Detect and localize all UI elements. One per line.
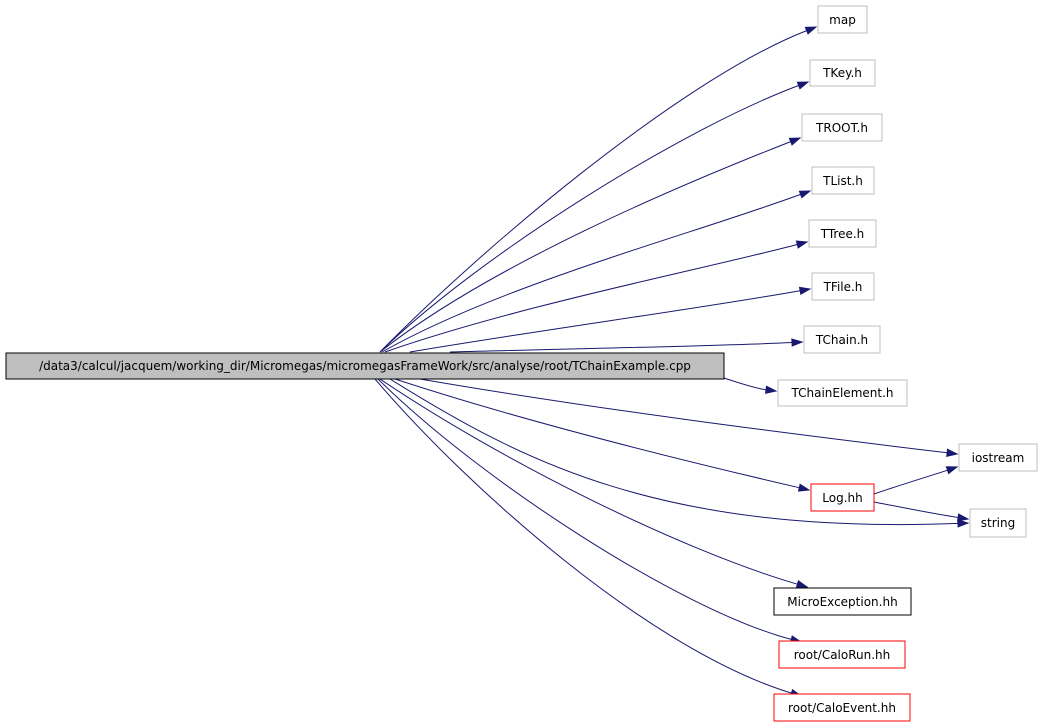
edge-root-to-map [379,30,807,353]
node-string-box [969,508,1027,538]
edge-log-to-string [873,501,959,518]
node-string[interactable]: string [969,508,1027,538]
node-ttree-label: TTree.h [820,227,865,241]
node-string-label: string [981,516,1015,530]
node-iostream[interactable]: iostream [958,443,1038,472]
node-map[interactable]: map [817,5,868,34]
edge-root-to-calorun [377,378,792,640]
node-troot-label: TROOT.h [815,121,868,135]
node-tfile-label: TFile.h [823,280,863,294]
edge-root-to-caloevent [374,378,792,694]
node-caloevent-box [773,693,911,722]
node-iostream-box [958,443,1038,472]
node-microexception[interactable]: MicroException.hh [773,587,912,616]
node-tkey[interactable]: TKey.h [809,59,876,87]
node-tlist-label: TList.h [822,174,863,188]
node-root-file[interactable]: /data3/calcul/jacquem/working_dir/Microm… [5,352,725,380]
node-tlist-box [811,166,875,195]
node-tkey-box [809,59,876,87]
node-tchain-box [803,325,881,354]
node-ttree-box [808,219,877,248]
node-log-label: Log.hh [822,491,862,505]
edge-root-to-microexception-arrowhead [795,579,809,589]
edge-root-to-tchainelement-arrowhead [765,385,778,394]
edge-root-to-tfile [409,290,801,353]
node-calorun-label: root/CaloRun.hh [794,648,891,662]
node-tchainelement[interactable]: TChainElement.h [777,379,908,407]
edge-root-to-troot-arrowhead [788,137,802,146]
node-caloevent[interactable]: root/CaloEvent.hh [773,693,911,722]
node-tchainelement-label: TChainElement.h [790,386,893,400]
edge-root-to-troot [379,141,791,353]
node-root-file-label: /data3/calcul/jacquem/working_dir/Microm… [39,359,691,373]
edge-root-to-iostream-arrowhead [946,448,959,457]
node-caloevent-label: root/CaloEvent.hh [788,701,896,715]
node-iostream-label: iostream [972,451,1025,465]
node-ttree[interactable]: TTree.h [808,219,877,248]
node-troot-box [801,113,883,142]
node-microexception-label: MicroException.hh [787,595,897,609]
node-map-box [817,5,868,34]
edge-log-to-iostream-arrowhead [945,466,959,475]
nodes-layer: /data3/calcul/jacquem/working_dir/Microm… [5,5,1038,722]
edge-root-to-tchain-arrowhead [791,338,804,347]
edge-root-to-log-arrowhead [797,483,811,492]
edge-root-to-ttree-arrowhead [795,240,809,249]
node-tchainelement-box [777,379,908,407]
edge-root-to-ttree [384,244,798,353]
node-tfile-box [811,272,875,301]
edge-root-to-iostream [419,378,948,454]
node-map-label: map [829,13,856,27]
edge-root-to-tlist-arrowhead [798,190,812,199]
edge-root-to-map-arrowhead [804,26,818,35]
node-tchain[interactable]: TChain.h [803,325,881,354]
node-calorun[interactable]: root/CaloRun.hh [778,640,906,669]
edges-layer [374,26,970,697]
edge-log-to-iostream [873,469,948,495]
node-root-file-box [5,352,725,380]
edge-root-to-log [394,378,800,489]
node-log[interactable]: Log.hh [810,483,875,512]
edge-root-to-tkey-arrowhead [796,81,810,90]
node-log-box [810,483,875,512]
edge-root-to-microexception [379,378,798,585]
edge-root-to-tlist [381,193,801,353]
edge-root-to-string-arrowhead [957,519,970,528]
node-calorun-box [778,640,906,669]
edge-root-to-tchainelement [723,377,767,391]
edge-root-to-tkey [379,85,799,353]
edge-root-to-string [389,378,959,526]
edge-root-to-tchain [449,342,793,353]
edge-root-to-tfile-arrowhead [798,286,812,295]
node-tlist[interactable]: TList.h [811,166,875,195]
node-microexception-box [773,587,912,616]
node-troot[interactable]: TROOT.h [801,113,883,142]
node-tkey-label: TKey.h [822,66,862,80]
edge-log-to-string-arrowhead [957,513,970,522]
node-tfile[interactable]: TFile.h [811,272,875,301]
node-tchain-label: TChain.h [815,333,868,347]
